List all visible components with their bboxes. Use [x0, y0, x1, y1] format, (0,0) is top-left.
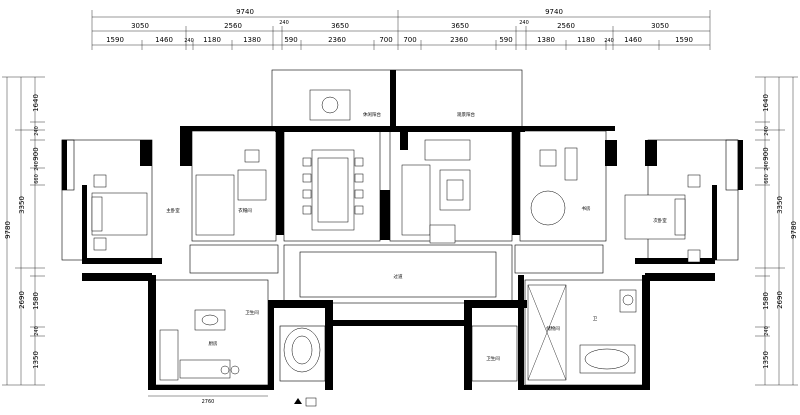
dim-top-fine: 700 — [379, 36, 392, 44]
bottom-dimension: 2760 — [148, 395, 317, 407]
dim-right-fine: 240 — [764, 161, 770, 171]
dim-left-fine: 1350 — [32, 351, 40, 369]
dim-top-fine: 2360 — [328, 36, 346, 44]
dim-bottom: 2760 — [202, 399, 215, 405]
dim-right-fine: 660 — [764, 174, 770, 184]
entry-mat — [305, 397, 317, 407]
dim-right-total: 9780 — [790, 221, 798, 239]
label-second-bedroom: 次卧室 — [653, 217, 667, 224]
label-view-balcony: 观景阳台 — [457, 111, 475, 118]
dim-top-mid: 2560 — [557, 22, 575, 30]
dim-left-fine: 240 — [34, 126, 40, 136]
room-outlines — [61, 130, 739, 386]
dim-right-fine: 1580 — [762, 292, 770, 310]
dim-top-fine: 1460 — [624, 36, 642, 44]
dim-left-mid: 2690 — [18, 291, 26, 309]
dim-top-mid: 3050 — [651, 22, 669, 30]
dim-right-fine: 1350 — [762, 351, 770, 369]
dim-right-fine: 240 — [764, 126, 770, 136]
dim-top-fine: 1380 — [537, 36, 555, 44]
dim-top-fine: 1460 — [155, 36, 173, 44]
dim-top-fine: 1180 — [577, 36, 595, 44]
dim-left-mid: 3350 — [18, 196, 26, 214]
dim-right-fine: 1640 — [762, 94, 770, 112]
label-dining-balcony: 休闲阳台 — [363, 111, 381, 118]
dim-top-mid: 2560 — [224, 22, 242, 30]
label-bathroom-right: 卫生间 — [486, 355, 500, 362]
dim-top-fine: 590 — [499, 36, 512, 44]
dim-top-fine: 1590 — [106, 36, 124, 44]
dim-top-fine: 1180 — [203, 36, 221, 44]
dim-top-total-left: 9740 — [236, 8, 254, 16]
label-storage: 储物间 — [546, 325, 560, 332]
right-dimension-lines: 9780 3350 2690 1640 240 900 240 660 1580… — [755, 76, 798, 386]
left-dimension-lines: 9780 3350 2690 1640 240 900 240 660 1580… — [2, 76, 45, 386]
walls — [62, 69, 743, 390]
entry-arrow-icon — [294, 398, 302, 404]
dim-top-fine: 2360 — [450, 36, 468, 44]
dim-left-fine: 900 — [32, 147, 40, 160]
dim-top-mid: 240 — [519, 20, 529, 26]
label-master-bedroom: 主卧室 — [166, 207, 180, 214]
dim-top-fine: 590 — [284, 36, 297, 44]
room-labels: 主卧室 衣帽间 休闲阳台 观景阳台 书房 次卧室 过道 卫生间 厨房 卫生间 储… — [166, 111, 667, 362]
dim-top-fine: 700 — [403, 36, 416, 44]
dim-left-fine: 1640 — [32, 94, 40, 112]
label-cloakroom: 衣帽间 — [238, 207, 252, 214]
dim-left-fine: 1580 — [32, 292, 40, 310]
top-dimension-lines: 9740 9740 3050 2560 240 3650 3650 240 25… — [91, 8, 711, 50]
label-entry-bath: 卫 — [593, 316, 598, 322]
dim-top-fine: 240 — [184, 38, 194, 44]
dim-top-mid: 3650 — [331, 22, 349, 30]
dim-right-fine: 900 — [762, 147, 770, 160]
dim-top-fine: 240 — [604, 38, 614, 44]
dim-left-fine: 240 — [34, 161, 40, 171]
dim-right-fine: 240 — [764, 326, 770, 336]
dim-left-fine: 660 — [34, 174, 40, 184]
dim-top-mid: 240 — [279, 20, 289, 26]
label-bathroom-left: 卫生间 — [245, 309, 259, 316]
dim-right-mid: 2690 — [776, 291, 784, 309]
label-study: 书房 — [582, 205, 591, 212]
dim-top-total-right: 9740 — [545, 8, 563, 16]
dim-left-fine: 240 — [34, 326, 40, 336]
dim-top-fine: 1380 — [243, 36, 261, 44]
dim-top-mid: 3050 — [131, 22, 149, 30]
furniture — [91, 89, 701, 381]
label-living-hall: 过道 — [394, 273, 403, 280]
dim-right-mid: 3350 — [776, 196, 784, 214]
label-kitchen: 厨房 — [209, 340, 218, 347]
dim-left-total: 9780 — [4, 221, 12, 239]
dim-top-mid: 3650 — [451, 22, 469, 30]
dim-top-fine: 1590 — [675, 36, 693, 44]
